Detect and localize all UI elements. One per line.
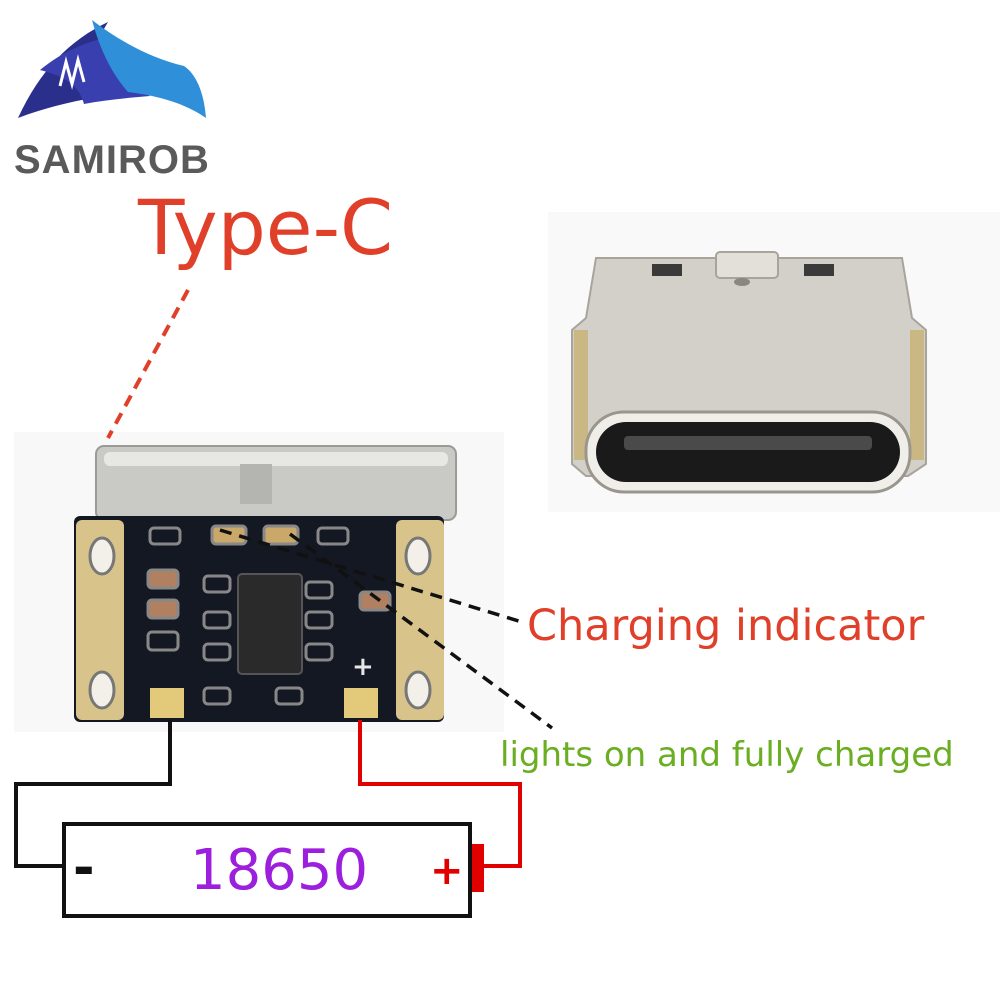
brand-logo-text: SAMIROB bbox=[14, 138, 210, 182]
board-positive-marking: + bbox=[352, 652, 374, 682]
full-charge-note: lights on and fully charged bbox=[500, 735, 954, 775]
type-c-connector-photo bbox=[571, 251, 927, 494]
pcb-board bbox=[74, 516, 444, 722]
full-charge-leader-line bbox=[288, 532, 554, 730]
battery-positive-label: + bbox=[430, 848, 464, 894]
charging-indicator-label: Charging indicator bbox=[527, 601, 925, 651]
battery-terminal bbox=[472, 844, 484, 892]
charging-leader-line bbox=[219, 528, 523, 624]
battery-body bbox=[62, 822, 472, 918]
type-c-label: Type-C bbox=[138, 183, 394, 272]
logo-icon bbox=[18, 20, 206, 118]
positive-wire bbox=[358, 720, 522, 868]
battery-negative-label: - bbox=[73, 838, 95, 898]
type-c-shell bbox=[95, 445, 457, 521]
battery-model-label: 18650 bbox=[190, 838, 369, 903]
negative-wire bbox=[14, 720, 172, 868]
type-c-leader-line bbox=[106, 289, 190, 439]
